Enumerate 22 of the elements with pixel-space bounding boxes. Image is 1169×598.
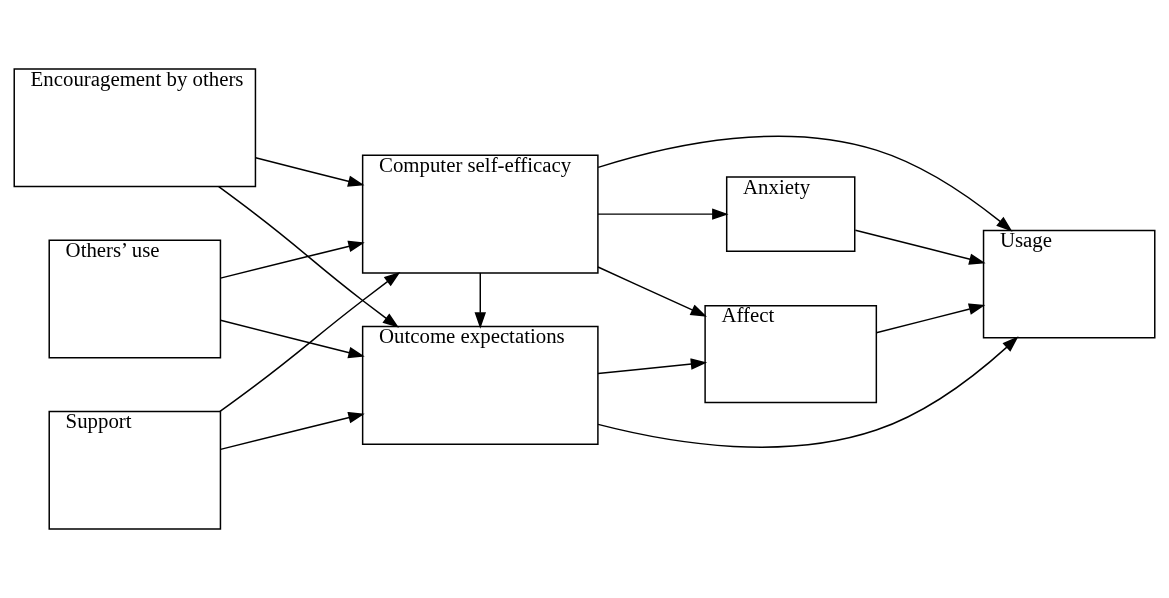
arrow [474, 272, 486, 329]
arrow [219, 319, 365, 359]
arrow [219, 412, 365, 451]
arrow [254, 157, 365, 187]
node-box: Others’ use [48, 239, 222, 359]
arrow [875, 303, 986, 334]
node-box: Affect [704, 304, 878, 404]
node-box: Computer self-efficacy [361, 154, 599, 274]
node-box: Anxiety [725, 176, 856, 253]
arrow [597, 135, 1013, 232]
arrow [597, 358, 708, 375]
arrow [219, 271, 401, 413]
arrow [218, 185, 399, 328]
node-box: Usage [982, 229, 1156, 339]
node-box: Support [48, 410, 222, 530]
arrow [854, 229, 986, 265]
node-box: Encouragement by others [13, 68, 257, 188]
arrow [597, 266, 707, 317]
arrow [597, 336, 1019, 448]
arrow [597, 208, 729, 220]
node-box: Outcome expectations [361, 325, 599, 445]
arrow [219, 240, 365, 279]
